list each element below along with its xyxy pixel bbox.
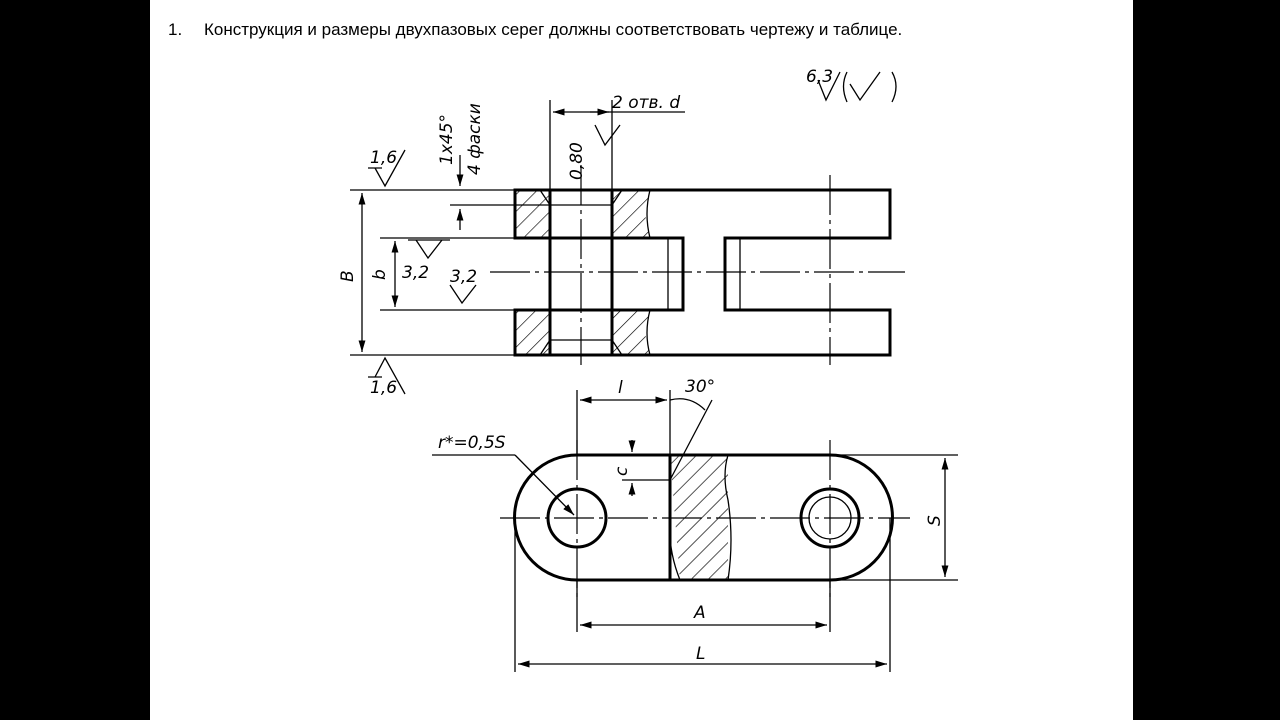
label-holes: 2 отв. d bbox=[612, 93, 680, 113]
label-dim-L: L bbox=[696, 644, 705, 664]
label-roughness-hole: 0,80 bbox=[567, 142, 587, 180]
top-view bbox=[350, 71, 905, 395]
label-angle: 30° bbox=[685, 377, 715, 397]
caption-text: Конструкция и размеры двухпазовых серег … bbox=[204, 20, 903, 39]
label-roughness-inner-right: 3,2 bbox=[450, 267, 477, 287]
slide-page: 1. Конструкция и размеры двухпазовых сере… bbox=[150, 0, 1133, 720]
label-dim-c: c bbox=[612, 466, 632, 476]
label-dim-B: B bbox=[338, 270, 358, 282]
label-chamfer: 1x45° bbox=[437, 114, 457, 165]
label-radius: r*=0,5S bbox=[438, 433, 506, 453]
label-dim-b: b bbox=[370, 269, 390, 280]
label-roughness-bottom: 1,6 bbox=[370, 378, 397, 398]
caption-number: 1. bbox=[168, 20, 183, 39]
technical-drawing: 6,3 1,6 1,6 3,2 3,2 2 отв. d 0,80 1x45° … bbox=[338, 67, 958, 672]
drawing-labels: 6,3 1,6 1,6 3,2 3,2 2 отв. d 0,80 1x45° … bbox=[338, 67, 945, 664]
label-dim-S: S bbox=[925, 515, 945, 526]
label-roughness-general: 6,3 bbox=[806, 67, 833, 87]
label-dim-A: A bbox=[693, 603, 706, 623]
bottom-view bbox=[432, 390, 958, 672]
caption: 1. Конструкция и размеры двухпазовых сере… bbox=[168, 20, 902, 40]
label-dim-l: l bbox=[618, 378, 623, 398]
label-roughness-top: 1,6 bbox=[370, 148, 397, 168]
label-chamfer-count: 4 фаски bbox=[465, 103, 485, 175]
label-roughness-inner-left: 3,2 bbox=[402, 263, 429, 283]
